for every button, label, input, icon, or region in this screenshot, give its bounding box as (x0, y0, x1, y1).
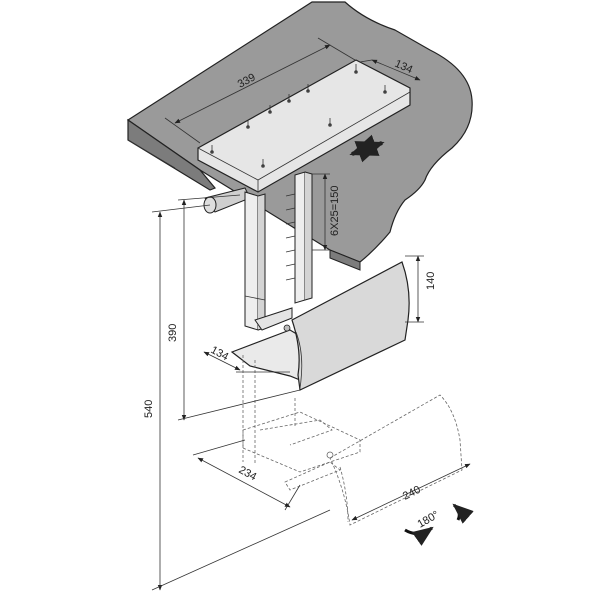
dim-label-540: 540 (143, 400, 155, 418)
dimension-lines (151, 37, 471, 591)
mounting-plate (197, 59, 411, 193)
dim-label-rotation: 180° (416, 509, 442, 531)
dim-label-390: 390 (167, 324, 179, 342)
dim-label-240: 240 (401, 484, 423, 503)
dim-label-140: 140 (425, 272, 437, 290)
cpu-holder-upper (230, 261, 410, 391)
telescopic-post-right (285, 171, 313, 304)
dim-label-134-holder: 134 (209, 344, 231, 363)
telescopic-post-left (244, 191, 266, 331)
slide-direction-icon (349, 134, 385, 163)
dim-label-hole-spacing: 6X25=150 (329, 186, 341, 236)
lock-knob (203, 187, 251, 214)
